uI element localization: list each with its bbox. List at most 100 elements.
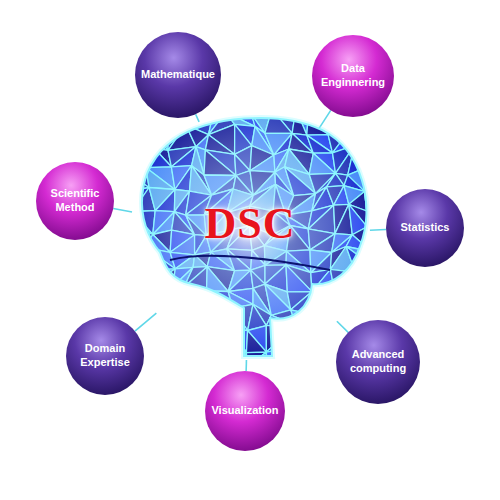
mesh-cell [289,325,314,348]
topic-label: Scientific Method [45,187,105,215]
mesh-cell [191,313,212,332]
topic-label: Statistics [401,221,450,235]
mesh-cell [372,134,394,155]
mesh-cell [212,308,232,333]
mesh-cell [312,291,335,315]
mesh-cell [129,253,151,271]
topic-circle: Domain Expertise [66,317,144,395]
mesh-cell [348,132,371,145]
mesh-cell [372,153,394,167]
topic-label: Data Enginnering [320,62,386,90]
mesh-cell [129,227,145,253]
mesh-cell [173,287,185,304]
mesh-cell [185,304,205,327]
topic-circle: Advanced computing [336,320,420,404]
connector-line [245,360,247,371]
circle-fill [36,162,114,240]
mesh-cell [348,114,371,133]
mesh-cell [152,329,174,355]
mesh-cell [149,115,169,129]
mesh-cell [371,153,394,167]
mesh-cell [135,286,155,313]
brain-highlight [130,110,370,360]
mesh-cell [346,272,375,285]
mesh-cell [371,252,395,275]
mesh-cell [313,291,335,315]
mesh-cell [184,287,206,304]
mesh-cell [313,307,335,336]
topic-label: Domain Expertise [74,342,136,370]
mesh-cell [174,350,193,367]
mesh-cell [314,307,334,336]
topic-circle: Data Enginnering [312,35,394,117]
mesh-cell [284,348,309,364]
mesh-cell [191,327,212,345]
mesh-cell [171,287,185,308]
mesh-cell [185,107,215,125]
circle-fill [386,189,464,267]
connector-line [337,321,348,332]
topic-label: Visualization [211,404,278,418]
mesh-cell [372,287,395,309]
mesh-cell [191,327,210,350]
mesh-cell [212,329,232,348]
topic-circle: Visualization [205,371,285,451]
mesh-cell [192,350,205,375]
mesh-cell [185,291,207,313]
mesh-cell [148,308,171,329]
mesh-cell [149,286,171,308]
mesh-cell [346,285,372,309]
topic-label: Mathematique [141,68,215,82]
connector-line [113,208,132,212]
mesh-cell [150,355,173,367]
topic-circle: Mathematique [135,32,221,118]
mesh-cell [150,355,173,374]
connector-line [370,229,386,231]
mesh-cell [335,304,354,331]
mesh-cell [332,307,354,331]
brain-fissure [170,256,330,270]
mesh-cell [205,344,236,376]
mesh-cell [174,327,193,355]
circle-fill [135,32,221,118]
mesh-cell [374,267,396,287]
mesh-cell [371,165,394,186]
topic-label: Advanced computing [344,348,412,376]
mesh-cell [335,285,352,307]
mesh-cell [372,285,395,309]
mesh-cell [210,333,226,348]
mesh-cell [284,350,316,376]
mesh-cell [355,111,376,134]
mesh-cell [371,133,394,153]
mesh-cell [371,247,395,274]
mesh-cell [355,145,373,165]
mesh-cell [328,105,355,135]
mesh-cell [309,329,332,350]
mesh-cell [168,308,191,329]
topic-circle: Scientific Method [36,162,114,240]
mesh-cell [374,267,396,287]
mesh-cell [124,115,155,127]
mesh-cell [365,191,386,215]
connector-line [196,114,199,122]
mesh-cell [309,350,331,376]
brain-node: DSC [130,110,370,360]
brain-outline [142,118,367,356]
mesh-cell [371,109,394,133]
mesh-cell [148,305,171,328]
mesh-cell [155,107,169,129]
mesh-cell [355,267,375,285]
mesh-cell [165,355,192,374]
circle-fill [312,35,394,117]
mesh-cell [365,165,393,191]
connector-line [135,313,156,331]
mesh-cell [296,315,314,336]
mesh-cell [128,115,155,128]
topic-circle: Statistics [386,189,464,267]
mesh-cell [371,109,394,133]
mesh-cell [135,305,155,328]
mesh-cell [309,329,332,350]
mesh-cell [289,336,314,350]
